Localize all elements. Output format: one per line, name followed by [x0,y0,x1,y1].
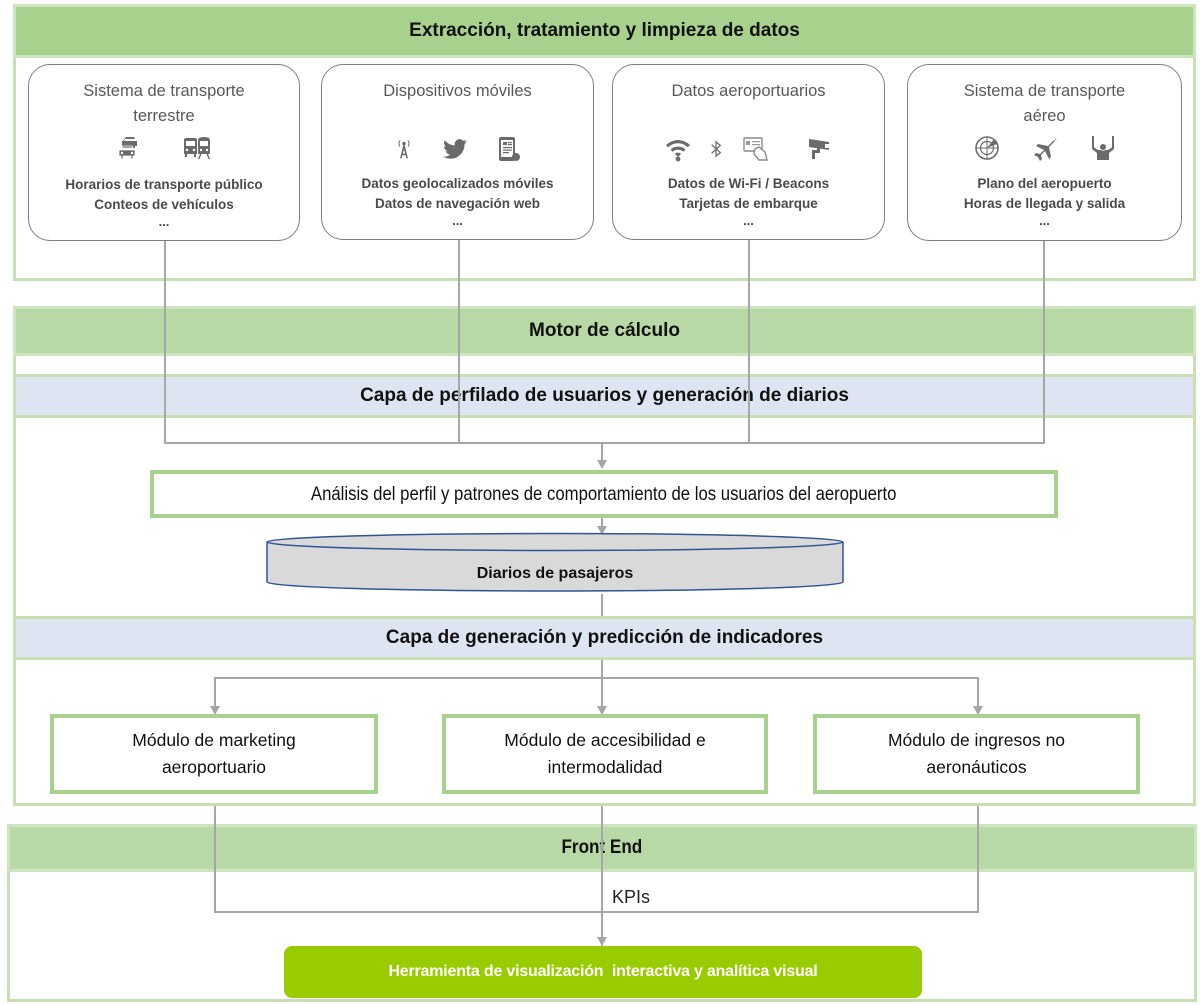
kpis-label-wrap: KPIs [612,887,650,908]
connector-line [601,806,603,946]
database-label: Diarios de pasajeros [476,565,634,582]
module-marketing: Módulo de marketing aeroportuario [50,714,378,794]
connector-line [977,677,979,706]
connector-line [458,240,460,444]
visualization-tool-label: Herramienta de visualización interactiva… [388,963,818,980]
connector-line [214,806,216,912]
extraction-layer-header: Extracción, tratamiento y limpieza de da… [13,4,1196,58]
connector-line [601,660,603,712]
source-card-title: Datos aeroportuarios [671,82,826,100]
analysis-label: Análisis del perfil y patrones de compor… [311,483,897,505]
profiling-layer-header: Capa de perfilado de usuarios y generaci… [13,374,1196,418]
source-card-line: Datos geolocalizados móviles [361,176,554,191]
ground-marshal-icon [1091,136,1114,160]
extraction-layer-title: Extracción, tratamiento y limpieza de da… [409,20,800,41]
module-label-line: Módulo de ingresos no [887,730,1066,750]
connector-line [748,240,750,444]
source-card-line: Horarios de transporte público [65,177,263,192]
source-card-line: Conteos de vehículos [94,197,234,212]
source-card-line: Horas de llegada y salida [963,196,1126,211]
module-accessibility: Módulo de accesibilidad e intermodalidad [442,714,768,794]
analysis-box: Análisis del perfil y patrones de compor… [150,470,1058,518]
source-card-more: ... [743,213,754,228]
profiling-layer-title: Capa de perfilado de usuarios y generaci… [360,385,849,406]
bluetooth-icon [710,140,721,158]
module-non-aero-revenue: Módulo de ingresos no aeronáuticos [813,714,1140,794]
cars-icon [118,137,137,160]
source-card-title: Sistema de transporte terrestre [83,82,245,125]
boarding-pass-icon [742,137,768,161]
antenna-icon [398,140,409,159]
source-card-more: ... [452,213,463,228]
source-card-line: Plano del aeropuerto [977,176,1112,191]
arrow-down-icon [597,706,607,715]
connector-split-line [214,677,979,679]
database-label-overlay: Diarios de pasajeros [265,565,845,583]
engine-layer-title: Motor de cálculo [529,320,680,341]
source-card-line: Datos de Wi-Fi / Beacons [667,176,830,191]
connector-merge-line [214,911,979,913]
radar-icon [974,136,999,160]
source-card-more: ... [1039,213,1050,228]
source-card-line: Datos de navegación web [374,196,541,211]
module-label-line: Módulo de marketing [132,730,296,750]
visualization-tool-box: Herramienta de visualización interactiva… [284,946,922,998]
connector-merge-line [164,442,1045,444]
source-card-more: ... [158,214,170,229]
source-card-land-transport: Sistema de transporte terrestre Horarios… [28,64,300,241]
connector-line [601,442,603,460]
arrow-down-icon [210,706,220,715]
database-cylinder-body [266,532,844,592]
connector-line [977,806,979,912]
arrow-down-icon [597,526,607,535]
source-card-title: Sistema de transporte aéreo [963,82,1126,125]
module-label-line: Módulo de accesibilidad e [504,730,706,750]
connector-line [214,677,216,706]
connector-line [601,594,603,616]
arrow-down-icon [597,460,607,469]
mobile-browsing-icon [498,137,520,161]
indicators-layer-header: Capa de generación y predicción de indic… [13,616,1196,660]
connector-line [601,518,603,528]
security-camera-icon [808,139,829,159]
module-label-line: intermodalidad [547,757,663,777]
airplane-icon [1033,138,1057,161]
kpis-label: KPIs [612,887,651,907]
source-card-line: Tarjetas de embarque [679,196,818,211]
arrow-down-icon [597,937,607,946]
wifi-icon [665,140,690,162]
bus-train-icon [184,137,210,159]
module-label-line: aeroportuario [161,757,267,777]
twitter-icon [442,139,467,159]
indicators-layer-title: Capa de generación y predicción de indic… [385,627,824,648]
module-label-line: aeronáuticos [926,757,1027,777]
connector-line [164,241,166,444]
source-card-air-transport: Sistema de transporte aéreo Plano del ae… [907,64,1182,241]
source-card-airport-data: Datos aeroportuarios Datos de Wi-Fi / Be… [612,64,885,240]
source-card-title: Dispositivos móviles [383,82,532,100]
source-card-mobile-devices: Dispositivos móviles Datos geolocalizado… [321,64,594,240]
engine-layer-header: Motor de cálculo [13,306,1196,356]
arrow-down-icon [973,706,983,715]
connector-line [1043,241,1045,444]
